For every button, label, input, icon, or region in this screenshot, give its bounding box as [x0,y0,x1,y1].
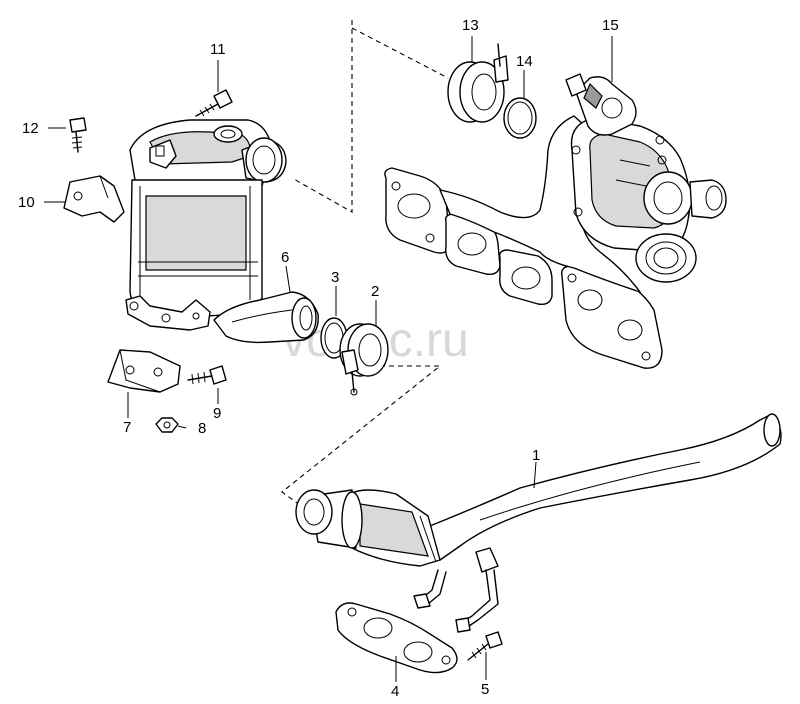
callout-1: 1 [532,447,540,464]
callout-13: 13 [462,17,479,34]
callout-14: 14 [516,53,533,70]
callout-11: 11 [210,41,226,58]
callout-2: 2 [371,283,379,300]
callout-7: 7 [123,419,131,436]
bolt-12 [69,117,87,153]
turbocharger-manifold [384,73,727,369]
flange-gasket-4 [335,602,458,674]
callout-3: 3 [331,269,339,286]
callout-5: 5 [481,681,489,698]
outlet-pipe-6 [213,291,319,344]
callout-8: 8 [198,420,206,437]
catalytic-converter [125,119,287,331]
callout-10: 10 [18,194,35,211]
nut-8 [155,417,179,433]
callout-6: 6 [281,249,289,266]
seal-ring-14 [503,97,537,139]
leader-lines [44,36,613,682]
clamp-13 [447,43,509,123]
callout-15: 15 [602,17,619,34]
bracket-7 [107,349,181,393]
assembly-dashed-lines [281,20,449,509]
clamp-2 [339,323,389,396]
bolt-9 [187,365,227,385]
front-exhaust-pipe-1 [295,413,782,633]
callout-9: 9 [213,405,221,422]
bracket-10 [63,175,125,223]
callout-12: 12 [22,120,39,137]
callout-4: 4 [391,683,399,700]
callout-labels: 11 12 10 13 14 15 6 3 2 7 8 9 1 4 5 [18,17,619,700]
bolt-11 [195,89,233,117]
bolt-5 [467,631,503,661]
